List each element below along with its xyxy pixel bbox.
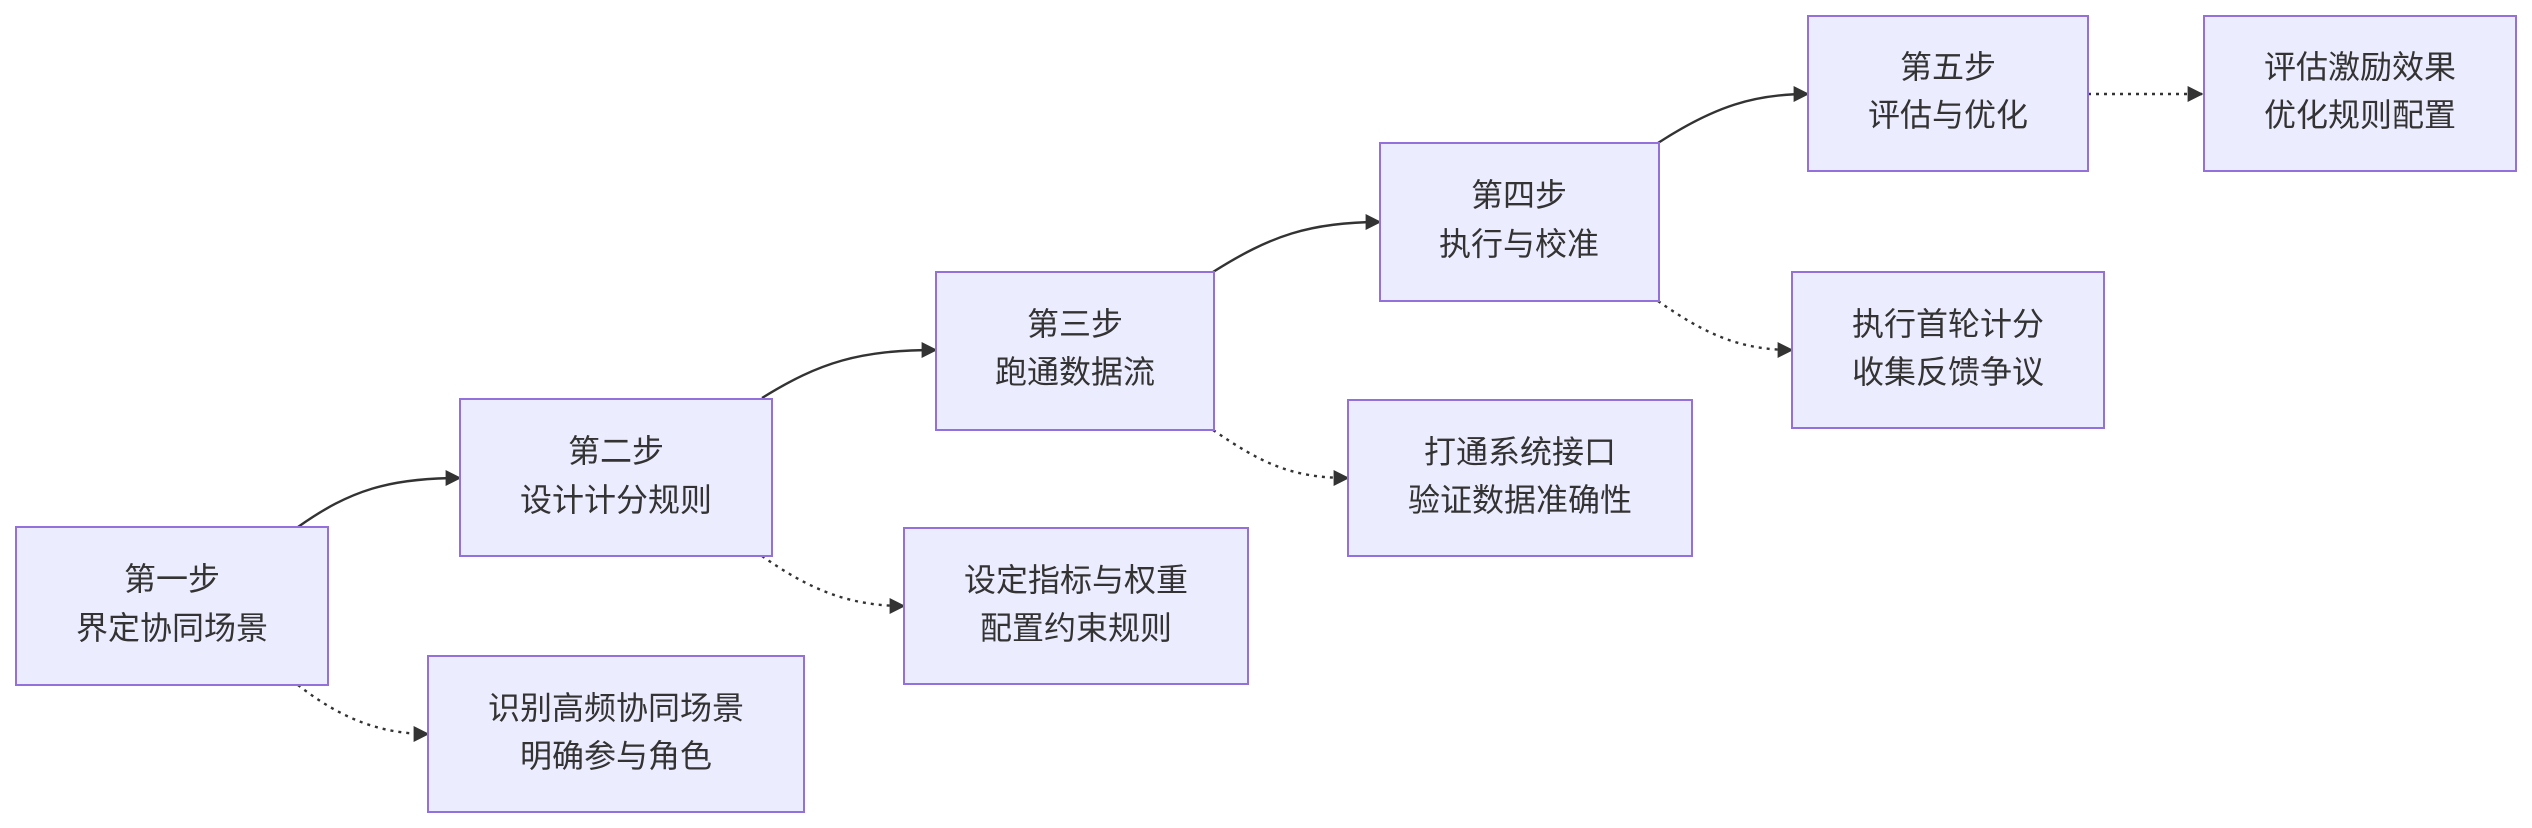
- detail-node-3[interactable]: 打通系统接口 验证数据准确性: [1347, 399, 1693, 557]
- step-node-5[interactable]: 第五步 评估与优化: [1807, 15, 2089, 172]
- detail-node-2-line2: 配置约束规则: [980, 609, 1172, 647]
- step-node-3[interactable]: 第三步 跑通数据流: [935, 271, 1215, 431]
- detail-node-4-line2: 收集反馈争议: [1852, 353, 2044, 391]
- edge-step2-step3: [761, 342, 938, 400]
- step-node-2-desc: 设计计分规则: [520, 481, 712, 519]
- step-node-5-desc: 评估与优化: [1868, 96, 2028, 134]
- detail-node-1[interactable]: 识别高频协同场景 明确参与角色: [427, 655, 805, 813]
- edge-step2-detail2: [761, 555, 906, 614]
- edge-step4-detail4: [1657, 300, 1794, 358]
- edge-step4-step5: [1657, 86, 1810, 145]
- edge-step1-step2: [297, 470, 462, 528]
- detail-node-1-line2: 明确参与角色: [520, 737, 712, 775]
- detail-node-5[interactable]: 评估激励效果 优化规则配置: [2203, 15, 2517, 172]
- edge-step3-step4: [1212, 214, 1382, 274]
- edge-step1-detail1: [297, 684, 430, 742]
- edges-steps: [297, 86, 1810, 528]
- detail-node-3-line2: 验证数据准确性: [1408, 481, 1632, 519]
- step-node-1-title: 第一步: [124, 560, 220, 598]
- step-node-5-title: 第五步: [1900, 48, 1996, 86]
- step-node-4-desc: 执行与校准: [1439, 225, 1599, 263]
- step-node-1[interactable]: 第一步 界定协同场景: [15, 526, 329, 686]
- detail-node-3-line1: 打通系统接口: [1424, 433, 1616, 471]
- step-node-2[interactable]: 第二步 设计计分规则: [459, 398, 773, 557]
- detail-node-5-line1: 评估激励效果: [2264, 48, 2456, 86]
- detail-node-4-line1: 执行首轮计分: [1852, 305, 2044, 343]
- step-node-1-desc: 界定协同场景: [76, 609, 268, 647]
- step-node-4-title: 第四步: [1471, 176, 1567, 214]
- detail-node-1-line1: 识别高频协同场景: [488, 689, 744, 727]
- detail-node-5-line2: 优化规则配置: [2264, 96, 2456, 134]
- edge-step3-detail3: [1212, 429, 1350, 486]
- edges-details: [297, 86, 2204, 742]
- step-node-3-title: 第三步: [1027, 305, 1123, 343]
- step-node-3-desc: 跑通数据流: [995, 353, 1155, 391]
- step-node-2-title: 第二步: [568, 432, 664, 470]
- detail-node-4[interactable]: 执行首轮计分 收集反馈争议: [1791, 271, 2105, 429]
- detail-node-2[interactable]: 设定指标与权重 配置约束规则: [903, 527, 1249, 685]
- detail-node-2-line1: 设定指标与权重: [964, 561, 1188, 599]
- step-node-4[interactable]: 第四步 执行与校准: [1379, 142, 1660, 302]
